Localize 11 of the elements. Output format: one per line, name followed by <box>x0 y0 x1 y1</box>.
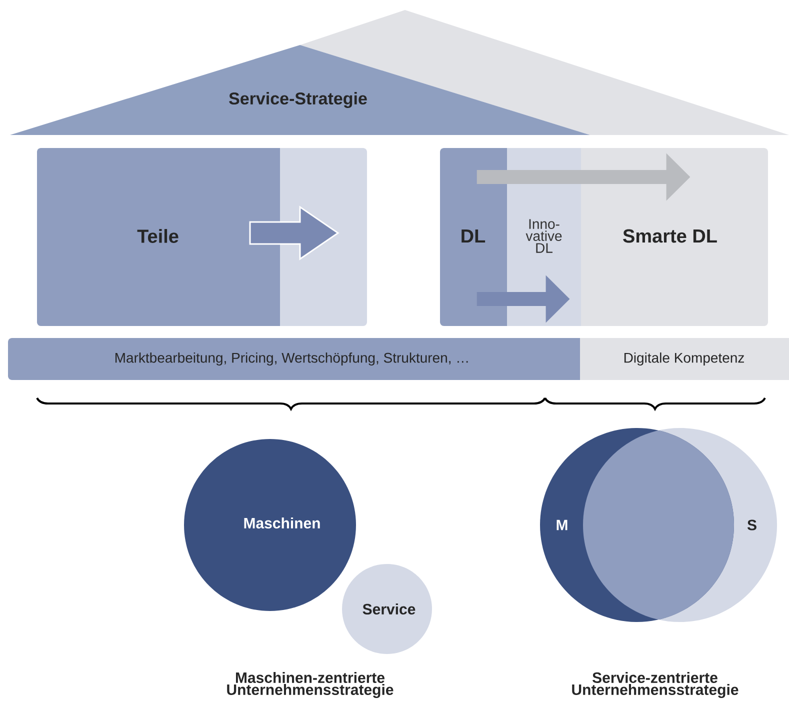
caption: Service-zentrierte Unternehmensstrategie <box>572 672 738 698</box>
parts-box: Teile <box>37 148 367 326</box>
strategy-bar: Marktbearbeitung, Pricing, Wertschöpfung, Strukturen, … <box>8 338 590 380</box>
venn-label: S <box>747 520 756 530</box>
node-label: Inno- vative DL <box>526 219 562 253</box>
node-label: Smarte DL <box>623 229 717 243</box>
venn-label: M <box>556 520 568 530</box>
caption: Maschinen-zentrierte Unternehmensstrategie <box>227 672 394 698</box>
roof: Service-Strategie <box>10 10 789 135</box>
service-box: Smarte DL <box>575 148 768 326</box>
strategy-bar: Digitale Kompetenz <box>580 338 789 380</box>
